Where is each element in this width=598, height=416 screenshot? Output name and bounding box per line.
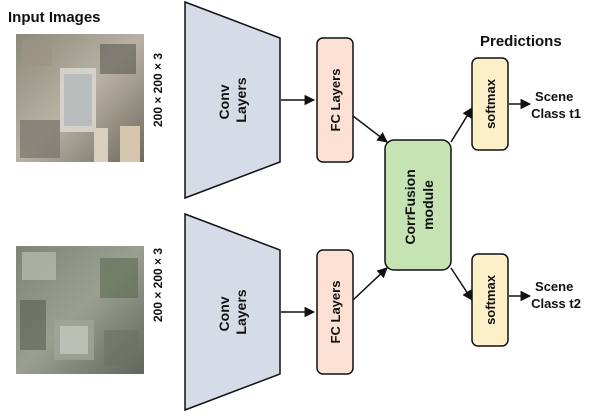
arrow-fc1-to-corrfusion <box>352 115 388 143</box>
fc-layers-label-2: FC Layers <box>328 281 343 344</box>
input-image-t2 <box>16 246 144 374</box>
conv-layers-block-1 <box>184 0 281 200</box>
fc-layers-label-1: FC Layers <box>328 69 343 132</box>
input-image-t1 <box>16 34 144 162</box>
fc-layers-box-1 <box>316 37 354 163</box>
softmax-box-1 <box>471 57 509 151</box>
corrfusion-module-box <box>384 139 452 271</box>
conv-layers-block-2 <box>184 212 281 412</box>
conv-layers-label-1: Conv Layers <box>216 77 249 122</box>
fc-layers-box-2 <box>316 249 354 375</box>
corrfusion-module-label: CorrFusion module <box>402 165 436 244</box>
input-size-label-2: 200 × 200 × 3 <box>151 248 165 322</box>
arrow-corrfusion-to-softmax1 <box>450 107 473 143</box>
input-size-label-1: 200 × 200 × 3 <box>151 53 165 127</box>
output-label-t2: Scene Class t2 <box>531 279 581 311</box>
conv-layers-label-2: Conv Layers <box>216 289 249 334</box>
arrow-fc2-to-corrfusion <box>352 267 388 301</box>
predictions-heading: Predictions <box>480 33 562 50</box>
output-label-t1: Scene Class t1 <box>531 89 581 121</box>
softmax-label-1: softmax <box>483 78 498 129</box>
arrows <box>281 94 532 318</box>
input-images-heading: Input Images <box>8 9 101 26</box>
softmax-label-2: softmax <box>483 274 498 325</box>
arrow-corrfusion-to-softmax2 <box>450 267 473 301</box>
